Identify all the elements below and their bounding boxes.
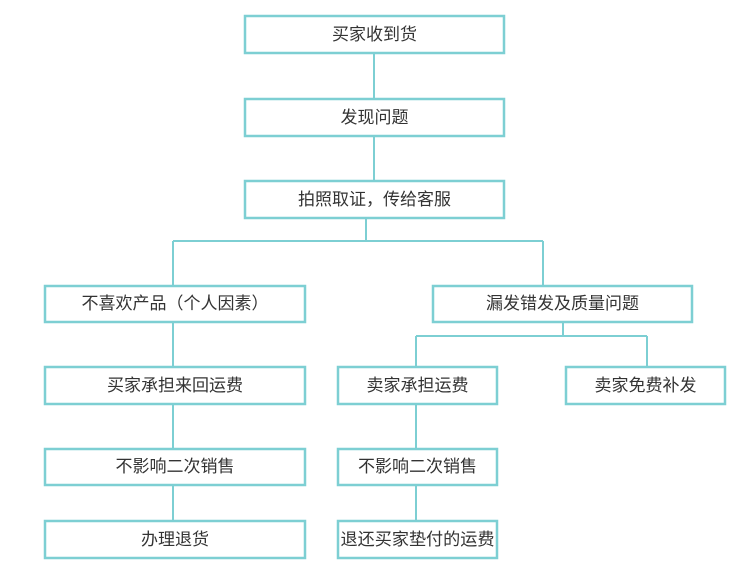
labels: 买家收到货 发现问题 拍照取证，传给客服 不喜欢产品（个人因素） 漏发错发及质量… <box>82 25 697 550</box>
label-no-effect-resale-left: 不影响二次销售 <box>116 457 235 477</box>
box-no-effect-resale-left <box>43 447 307 487</box>
box-no-effect-resale-mid <box>336 447 499 487</box>
label-quality-issue: 漏发错发及质量问题 <box>486 294 639 314</box>
box-refund-advance-shipping <box>336 519 499 560</box>
box-seller-pays-shipping <box>336 365 499 406</box>
box-received <box>243 14 506 55</box>
box-photo-evidence <box>243 179 506 220</box>
connectors <box>172 54 648 521</box>
box-quality-issue <box>431 284 694 324</box>
box-seller-free-resend <box>564 365 727 406</box>
label-no-like: 不喜欢产品（个人因素） <box>82 294 269 314</box>
boxes <box>43 14 727 560</box>
label-process-return: 办理退货 <box>141 530 209 550</box>
label-refund-advance-shipping: 退还买家垫付的运费 <box>341 530 495 550</box>
label-received: 买家收到货 <box>332 25 417 45</box>
box-process-return <box>43 519 307 560</box>
label-no-effect-resale-mid: 不影响二次销售 <box>358 457 477 477</box>
label-seller-pays-shipping: 卖家承担运费 <box>367 376 469 396</box>
box-buyer-pays-shipping <box>43 365 307 406</box>
box-found-problem <box>243 97 506 138</box>
box-no-like <box>43 284 307 324</box>
label-buyer-pays-shipping: 买家承担来回运费 <box>107 376 243 396</box>
label-photo-evidence: 拍照取证，传给客服 <box>298 190 451 210</box>
label-seller-free-resend: 卖家免费补发 <box>595 376 697 396</box>
label-found-problem: 发现问题 <box>341 108 409 128</box>
